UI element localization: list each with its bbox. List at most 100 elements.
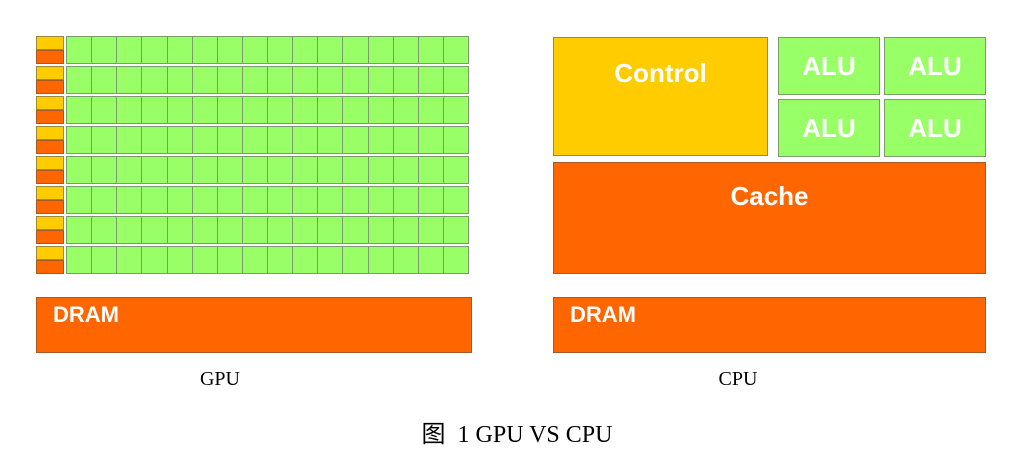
gpu-alu-cell (392, 246, 419, 274)
cpu-alu-label: ALU (908, 50, 962, 81)
gpu-alu-cell (191, 96, 218, 124)
gpu-core-row (36, 36, 472, 64)
gpu-cache-unit (36, 170, 64, 184)
gpu-control-unit (36, 66, 64, 80)
gpu-core-row (36, 156, 472, 184)
gpu-alu-cell (66, 156, 93, 184)
gpu-alu-cell (116, 126, 143, 154)
gpu-alu-cell (66, 246, 93, 274)
gpu-control-unit (36, 186, 64, 200)
gpu-alu-cell (166, 96, 193, 124)
gpu-alu-cell (267, 96, 294, 124)
gpu-alu-cell (216, 66, 243, 94)
gpu-control-unit (36, 246, 64, 260)
cpu-control-label: Control (614, 58, 707, 88)
gpu-alu-cell (241, 246, 268, 274)
gpu-alu-cell (292, 36, 319, 64)
gpu-alu-cell (367, 126, 394, 154)
gpu-alu-cell (216, 96, 243, 124)
gpu-alu-cell (241, 96, 268, 124)
gpu-alu-cell (342, 246, 369, 274)
gpu-alu-cell (141, 216, 168, 244)
gpu-alu-cell (66, 36, 93, 64)
gpu-alu-cell (267, 156, 294, 184)
gpu-alu-cell (342, 36, 369, 64)
gpu-alu-cell (116, 66, 143, 94)
gpu-core-row (36, 216, 472, 244)
gpu-alu-cell (216, 186, 243, 214)
gpu-control-cache-unit (36, 36, 64, 64)
cpu-alu-block: ALU (884, 37, 986, 95)
gpu-alu-cell (141, 246, 168, 274)
cpu-alu-label: ALU (802, 112, 856, 143)
gpu-alu-cell (367, 66, 394, 94)
cpu-dram-block: DRAM (553, 297, 986, 353)
gpu-alu-cell (442, 96, 469, 124)
cpu-alu-block: ALU (884, 99, 986, 157)
cpu-cache-block: Cache (553, 162, 986, 274)
gpu-alu-cell (216, 36, 243, 64)
cpu-caption: CPU (718, 368, 758, 390)
gpu-alu-cell (191, 126, 218, 154)
gpu-control-unit (36, 156, 64, 170)
gpu-alu-cell (442, 246, 469, 274)
gpu-alu-cell (91, 66, 118, 94)
cpu-cache-label: Cache (730, 181, 809, 211)
gpu-alu-cell (66, 216, 93, 244)
gpu-alu-cell (166, 126, 193, 154)
gpu-alu-cell (141, 186, 168, 214)
gpu-alu-cell (417, 126, 444, 154)
gpu-alu-cell (91, 126, 118, 154)
gpu-alu-cell (116, 96, 143, 124)
gpu-alu-cell (292, 216, 319, 244)
gpu-alu-cell (141, 126, 168, 154)
gpu-alu-cell (342, 216, 369, 244)
gpu-alu-cell (392, 126, 419, 154)
gpu-alu-cell (292, 186, 319, 214)
cpu-alu-label: ALU (802, 50, 856, 81)
gpu-core-row (36, 66, 472, 94)
gpu-alu-cell (66, 66, 93, 94)
gpu-alu-cell (91, 96, 118, 124)
gpu-alu-cell (141, 36, 168, 64)
gpu-alu-cell (267, 186, 294, 214)
gpu-alu-cell (66, 96, 93, 124)
gpu-alu-cell (166, 186, 193, 214)
gpu-alu-cell (116, 246, 143, 274)
gpu-alu-cell (292, 246, 319, 274)
gpu-alu-cell (241, 66, 268, 94)
gpu-alu-cell (442, 156, 469, 184)
gpu-alu-cell (216, 156, 243, 184)
gpu-alu-cell (417, 96, 444, 124)
gpu-caption: GPU (199, 368, 240, 390)
gpu-alu-cell (267, 246, 294, 274)
gpu-core-row (36, 96, 472, 124)
gpu-alu-cell (417, 36, 444, 64)
gpu-control-unit (36, 36, 64, 50)
gpu-alu-cell (292, 66, 319, 94)
gpu-dram-block: DRAM (36, 297, 472, 353)
gpu-control-cache-unit (36, 156, 64, 184)
gpu-alu-cell (166, 246, 193, 274)
gpu-alu-cell (392, 36, 419, 64)
gpu-alu-cell (367, 96, 394, 124)
gpu-alu-cell (116, 156, 143, 184)
gpu-alu-cell (91, 216, 118, 244)
gpu-core-row (36, 246, 472, 274)
gpu-alu-cell (317, 216, 344, 244)
gpu-control-unit (36, 96, 64, 110)
gpu-alu-cell (267, 66, 294, 94)
gpu-alu-cell (392, 66, 419, 94)
gpu-alu-cell (91, 36, 118, 64)
gpu-alu-cell (267, 216, 294, 244)
gpu-cache-unit (36, 140, 64, 154)
gpu-alu-cell (317, 156, 344, 184)
gpu-cache-unit (36, 50, 64, 64)
gpu-cache-unit (36, 80, 64, 94)
gpu-alu-cell (442, 126, 469, 154)
gpu-alu-cell (342, 126, 369, 154)
gpu-alu-cell (241, 216, 268, 244)
gpu-alu-cell (392, 216, 419, 244)
gpu-core-row (36, 126, 472, 154)
gpu-alu-cell (342, 186, 369, 214)
